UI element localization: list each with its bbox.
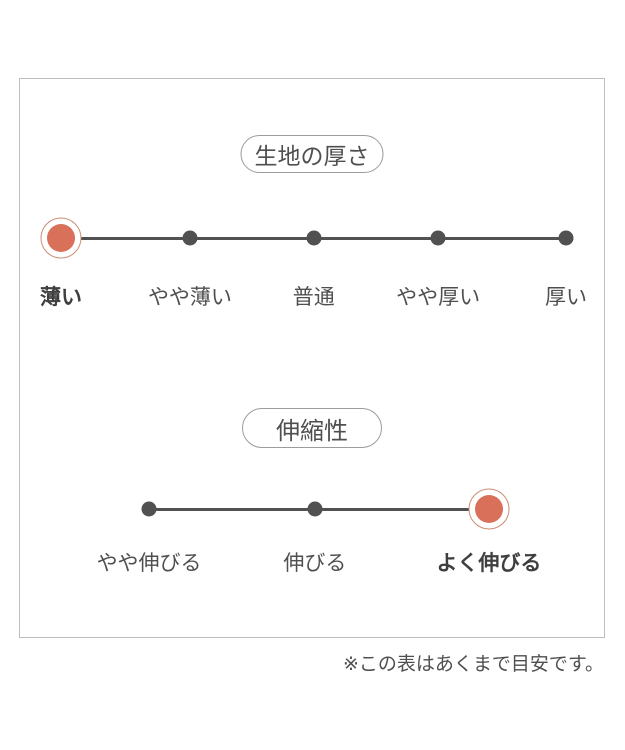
thickness-label-somewhat-thick: やや厚い [396,286,481,309]
selected-marker-dot-icon [474,495,503,523]
stretch-label-somewhat: やや伸びる [96,552,202,575]
scale-dot-icon [306,230,322,246]
disclaimer-note: ※この表はあくまで目安です。 [342,654,604,675]
scale-dot-icon [307,501,323,517]
stretch-label-very: よく伸びる [436,552,542,575]
thickness-label-normal: 普通 [292,286,335,309]
thickness-label-thin: 薄い [39,286,82,309]
stretch-title-pill: 伸縮性 [242,408,382,448]
scale-dot-icon [558,230,574,246]
thickness-label-thick: 厚い [545,286,588,309]
spec-panel: 生地の厚さ 薄い やや薄い 普通 やや厚い 厚い [19,78,605,638]
scale-dot-icon [430,230,446,246]
selected-marker-dot-icon [46,224,75,252]
thickness-title-pill: 生地の厚さ [240,135,384,173]
stretch-label-stretches: 伸びる [283,552,347,575]
scale-dot-icon [141,501,157,517]
stretch-title: 伸縮性 [276,417,348,445]
scale-dot-icon [182,230,198,246]
thickness-title: 生地の厚さ [254,143,370,169]
thickness-label-somewhat-thin: やや薄い [147,286,232,309]
